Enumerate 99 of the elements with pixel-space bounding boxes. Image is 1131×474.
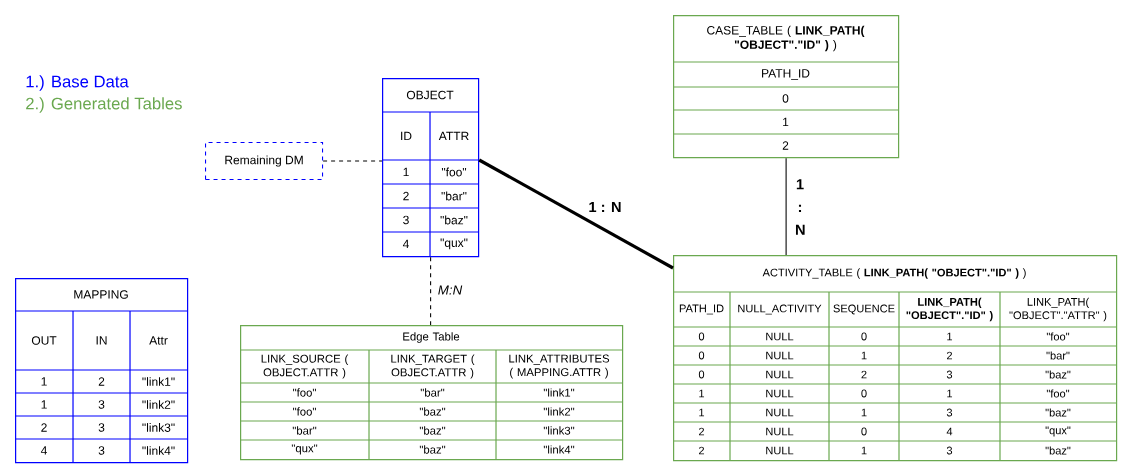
table-cell: 1 (947, 389, 953, 398)
table-cell: IN (96, 336, 107, 345)
table-cell: 3 (98, 400, 105, 409)
table-cell: "foo" (293, 388, 316, 397)
table-cell: 3 (946, 408, 953, 417)
table-cell: "foo" (1046, 389, 1070, 398)
table-cell: "qux" (291, 444, 318, 455)
table-cell: 1 (861, 351, 867, 360)
table-title: MAPPING (74, 290, 128, 299)
table-title: Edge Table (403, 332, 460, 343)
table-cell: NULL (766, 427, 794, 436)
connector-line (478, 158, 674, 270)
connector-line (430, 256, 432, 326)
connector-line (322, 160, 383, 162)
table-cell: 4 (402, 239, 409, 249)
table-cell: 2 (403, 191, 409, 201)
table-cell: 1 (783, 117, 789, 127)
table-cell: LINK_TARGET ( OBJECT.ATTR ) (391, 354, 475, 379)
table-cell: 2 (782, 141, 789, 150)
table-cell: LINK_ATTRIBUTES ( MAPPING.ATTR ) (509, 354, 610, 379)
table-cell: "foo" (293, 407, 316, 416)
table-cell: 3 (98, 446, 105, 455)
edge-label: M:N (436, 284, 464, 296)
table-cell: 1 (861, 408, 867, 417)
table-cell: Attr (149, 336, 168, 345)
table-cell: "bar" (441, 191, 467, 201)
table-title: OBJECT (406, 90, 454, 100)
table-cell: 1 (947, 332, 953, 341)
table-cell: "foo" (1046, 332, 1070, 341)
table-cell: ID (401, 131, 412, 141)
table-title: ACTIVITY_TABLE ( LINK_PATH( "OBJECT"."ID" ) ) (762, 268, 1026, 279)
table-cell: 0 (698, 332, 705, 341)
table-cell: 0 (698, 370, 705, 379)
table-cell: LINK_SOURCE ( OBJECT.ATTR ) (261, 354, 349, 379)
table-cell: 2 (41, 423, 47, 432)
table-cell: ATTR (438, 131, 469, 141)
table-cell: 1 (861, 446, 867, 455)
table-cell: 2 (98, 377, 105, 386)
table-cell: "link1" (543, 388, 575, 397)
table-cell: 4 (40, 446, 47, 455)
table-cell: "qux" (1045, 426, 1071, 437)
table-cell: 2 (861, 370, 867, 379)
table-cell: "link3" (543, 426, 575, 435)
table-cell: LINK_PATH( "OBJECT"."ID" ) (906, 297, 993, 322)
table-cell: NULL_ACTIVITY (738, 304, 822, 315)
table-cell: 2 (699, 446, 705, 455)
edge-label: 1 : N (587, 200, 623, 214)
legend-entry: 1.) Base Data (26, 75, 129, 91)
table-cell: "baz" (419, 445, 446, 454)
table-cell: NULL (766, 446, 794, 455)
table-cell: "link1" (142, 377, 175, 386)
dashed-box: Remaining DM (205, 142, 324, 181)
table-cell: PATH_ID (762, 69, 810, 80)
table-cell: "link2" (543, 407, 575, 416)
table-cell: "qux" (440, 238, 468, 250)
table-cell: "baz" (1045, 370, 1071, 379)
table-cell: 1 (41, 400, 47, 409)
table-cell: 2 (699, 427, 705, 436)
table-cell: 2 (947, 351, 953, 360)
table-cell: PATH_ID (679, 304, 724, 315)
table-cell: 3 (946, 446, 953, 455)
table-cell: "link3" (142, 423, 175, 432)
table-cell: 4 (946, 427, 953, 436)
table-cell: 0 (698, 351, 705, 360)
table-cell: NULL (766, 370, 794, 379)
table-title: CASE_TABLE ( LINK_PATH( "OBJECT"."ID" ) ) (707, 25, 865, 52)
table-cell: 1 (699, 389, 705, 398)
table-cell: NULL (766, 332, 794, 341)
table-cell: 0 (861, 427, 867, 436)
table-cell: "foo" (441, 167, 467, 177)
legend-entry: 2.) Generated Tables (26, 97, 182, 113)
table-cell: 3 (946, 370, 953, 379)
table-cell: 0 (861, 332, 867, 341)
table-cell: "baz" (419, 407, 446, 416)
table-cell: 1 (41, 377, 47, 386)
table-cell: 0 (861, 389, 867, 398)
table-cell: "link2" (142, 400, 175, 409)
edge-label: 1 : N (793, 177, 807, 237)
connector-line (785, 157, 787, 256)
table-cell: SEQUENCE (833, 304, 895, 315)
table-cell: OUT (31, 336, 57, 345)
table-cell: "bar" (420, 388, 445, 397)
table-cell: "baz" (1045, 408, 1071, 417)
table-cell: 3 (403, 215, 409, 225)
table-cell: NULL (766, 408, 794, 417)
table-cell: 3 (98, 423, 105, 432)
table-cell: "baz" (1045, 446, 1071, 455)
table-cell: "link4" (142, 446, 175, 455)
table-cell: 1 (699, 408, 705, 417)
table-cell: "baz" (419, 426, 446, 435)
table-cell: LINK_PATH( "OBJECT"."ATTR" ) (1009, 297, 1107, 322)
table-cell: "bar" (292, 426, 317, 435)
table-cell: "bar" (1046, 351, 1070, 360)
table-cell: "baz" (440, 215, 468, 225)
table-cell: NULL (766, 351, 794, 360)
table-cell: 1 (403, 167, 409, 177)
table-cell: "link4" (543, 445, 575, 454)
table-cell: NULL (766, 389, 794, 398)
table-cell: 0 (782, 94, 789, 103)
